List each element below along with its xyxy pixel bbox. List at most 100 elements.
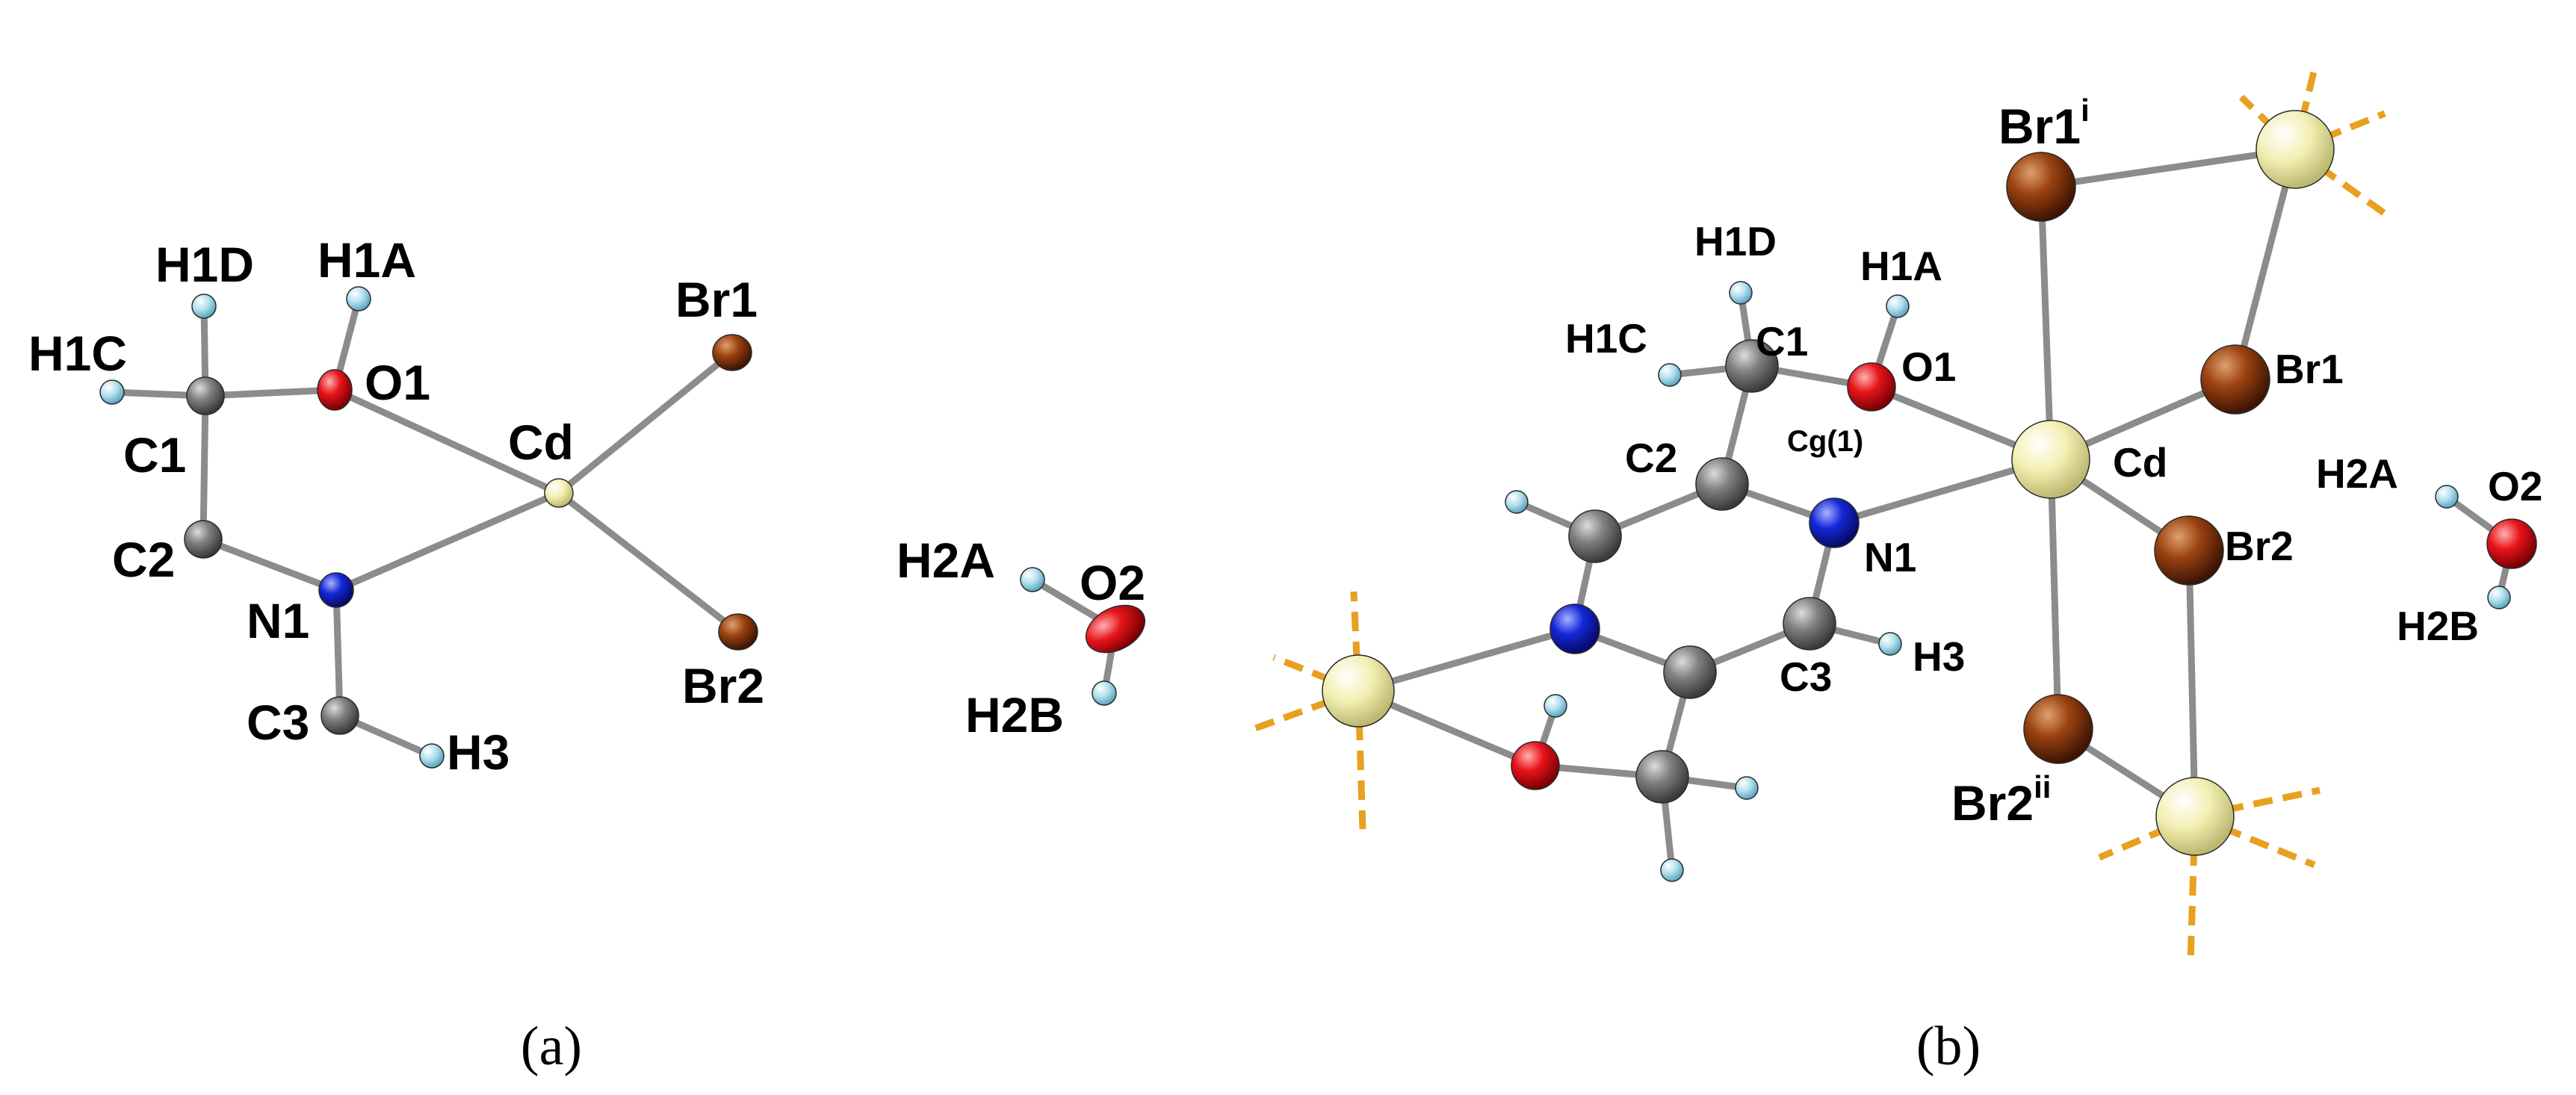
- label-c1: C1: [123, 427, 186, 483]
- label-c3: C3: [247, 695, 309, 750]
- atom-b-h1d: [1729, 281, 1753, 305]
- atom-h1c: [99, 379, 125, 405]
- atom-c3: [321, 696, 359, 735]
- atom-b-c-ring1: [1568, 509, 1622, 563]
- bond-b-br1-cdtop: [2232, 146, 2299, 383]
- atom-o1: [317, 369, 353, 411]
- atom-h2b: [1092, 680, 1117, 706]
- label-b-h2a: H2A: [2316, 450, 2398, 497]
- atom-h1d: [191, 294, 217, 319]
- label-o1: O1: [365, 355, 430, 410]
- panel-b-atoms: [1322, 110, 2537, 882]
- label-b-h1c: H1C: [1565, 315, 1647, 362]
- label-b-h3: H3: [1913, 633, 1965, 680]
- atom-b-h-cm2: [1660, 858, 1684, 882]
- bond-cd-br1: [555, 349, 736, 497]
- label-b-br1: Br1: [2275, 346, 2344, 392]
- contact-cd-left-down: [1354, 690, 1366, 830]
- panel-b: Br1i H1D H1A H1C C1 O1 Br1 C2 Cg(1) Cd H…: [1248, 67, 2542, 1077]
- bond-b-cd-br1i: [2037, 183, 2055, 463]
- atom-b-cd-bottom: [2155, 777, 2235, 856]
- atom-b-h-cm1: [1735, 776, 1759, 800]
- panel-a-atoms: [99, 286, 1146, 769]
- label-b-br2: Br2: [2225, 523, 2294, 569]
- atom-b-br2: [2154, 515, 2224, 586]
- atom-b-h-ob: [1544, 694, 1567, 718]
- label-br1: Br1: [675, 272, 758, 327]
- label-b-cd: Cd: [2113, 439, 2167, 486]
- caption-a: (a): [521, 1016, 582, 1077]
- label-br2: Br2: [682, 658, 764, 713]
- label-o2: O2: [1080, 555, 1145, 610]
- label-b-h1d: H1D: [1694, 218, 1777, 264]
- atom-b-h-ring: [1505, 490, 1529, 514]
- caption-b: (b): [1916, 1016, 1981, 1077]
- bond-c1-c2: [199, 392, 209, 543]
- atom-b-c3: [1783, 597, 1836, 651]
- label-b-br2ii: Br2ii: [1951, 769, 2051, 831]
- atom-b-h3: [1878, 632, 1902, 656]
- label-h2b: H2B: [965, 687, 1064, 742]
- atom-b-cd-left: [1322, 654, 1395, 728]
- atom-b-br1i: [2006, 152, 2076, 222]
- atom-h1a: [346, 286, 371, 311]
- label-h2a: H2A: [897, 533, 995, 588]
- bond-b-br2-cdbot: [2185, 547, 2199, 820]
- atom-b-cd: [2011, 420, 2090, 499]
- atom-b-o-bottom: [1511, 741, 1560, 790]
- label-b-c3: C3: [1780, 654, 1832, 700]
- panel-a: H1D H1A H1C O1 C1 Cd Br1 C2 N1 Br2 C3 H3…: [28, 232, 1146, 1077]
- contact-cd-bot-r2: [2193, 813, 2316, 869]
- label-h1a: H1A: [318, 232, 416, 288]
- bond-b-cd-br2ii: [2047, 456, 2062, 733]
- atom-b-h2a: [2435, 485, 2459, 509]
- atom-b-n-ring: [1549, 604, 1600, 654]
- label-h3: H3: [447, 725, 510, 780]
- label-b-cg1: Cg(1): [1787, 425, 1863, 458]
- atom-b-h1a: [1886, 294, 1910, 318]
- atom-b-br2ii: [2023, 694, 2093, 764]
- bond-c2-n1: [199, 536, 340, 594]
- atom-b-c-methyl: [1635, 750, 1689, 804]
- atom-b-o1: [1847, 362, 1896, 412]
- label-b-c2: C2: [1625, 435, 1677, 481]
- bond-cd-br2: [555, 489, 742, 636]
- atom-b-c1: [1725, 339, 1779, 393]
- atom-c2: [184, 520, 223, 559]
- atom-b-h1c: [1658, 363, 1682, 387]
- atom-cd: [544, 478, 574, 508]
- atom-br2: [718, 613, 758, 651]
- label-b-o2: O2: [2488, 463, 2542, 509]
- label-cd: Cd: [508, 415, 574, 470]
- atom-h2a: [1020, 567, 1045, 592]
- atom-b-br1: [2200, 344, 2270, 415]
- bond-b-nb-cdleft: [1354, 625, 1579, 695]
- label-b-c1: C1: [1756, 318, 1808, 365]
- bond-o1-cd: [331, 386, 563, 497]
- atom-b-o2: [2486, 518, 2537, 569]
- panel-a-labels: H1D H1A H1C O1 C1 Cd Br1 C2 N1 Br2 C3 H3…: [28, 232, 1145, 780]
- bond-n1-cd: [332, 489, 563, 594]
- label-h1d: H1D: [155, 237, 254, 292]
- atom-br1: [712, 334, 752, 371]
- label-b-o1: O1: [1901, 344, 1956, 390]
- atom-h3: [419, 743, 445, 769]
- label-b-n1: N1: [1864, 534, 1916, 580]
- atom-b-h2b: [2487, 586, 2511, 609]
- bond-n1-c3: [332, 586, 344, 719]
- atom-b-n1: [1809, 497, 1860, 548]
- atom-b-c2: [1695, 457, 1749, 511]
- atom-o2: [1085, 604, 1146, 654]
- label-h1c: H1C: [28, 326, 127, 381]
- contact-cd-bot-down: [2187, 816, 2199, 964]
- contact-cd-bot-r1: [2194, 787, 2320, 820]
- label-c2: C2: [112, 532, 175, 587]
- atom-c1: [186, 376, 225, 415]
- label-b-h1a: H1A: [1860, 243, 1942, 289]
- label-b-br1i: Br1i: [1998, 93, 2090, 154]
- atom-b-c-ring2: [1663, 645, 1717, 699]
- label-n1: N1: [247, 593, 309, 648]
- atom-n1: [318, 572, 354, 608]
- bond-c1-o1: [202, 386, 338, 400]
